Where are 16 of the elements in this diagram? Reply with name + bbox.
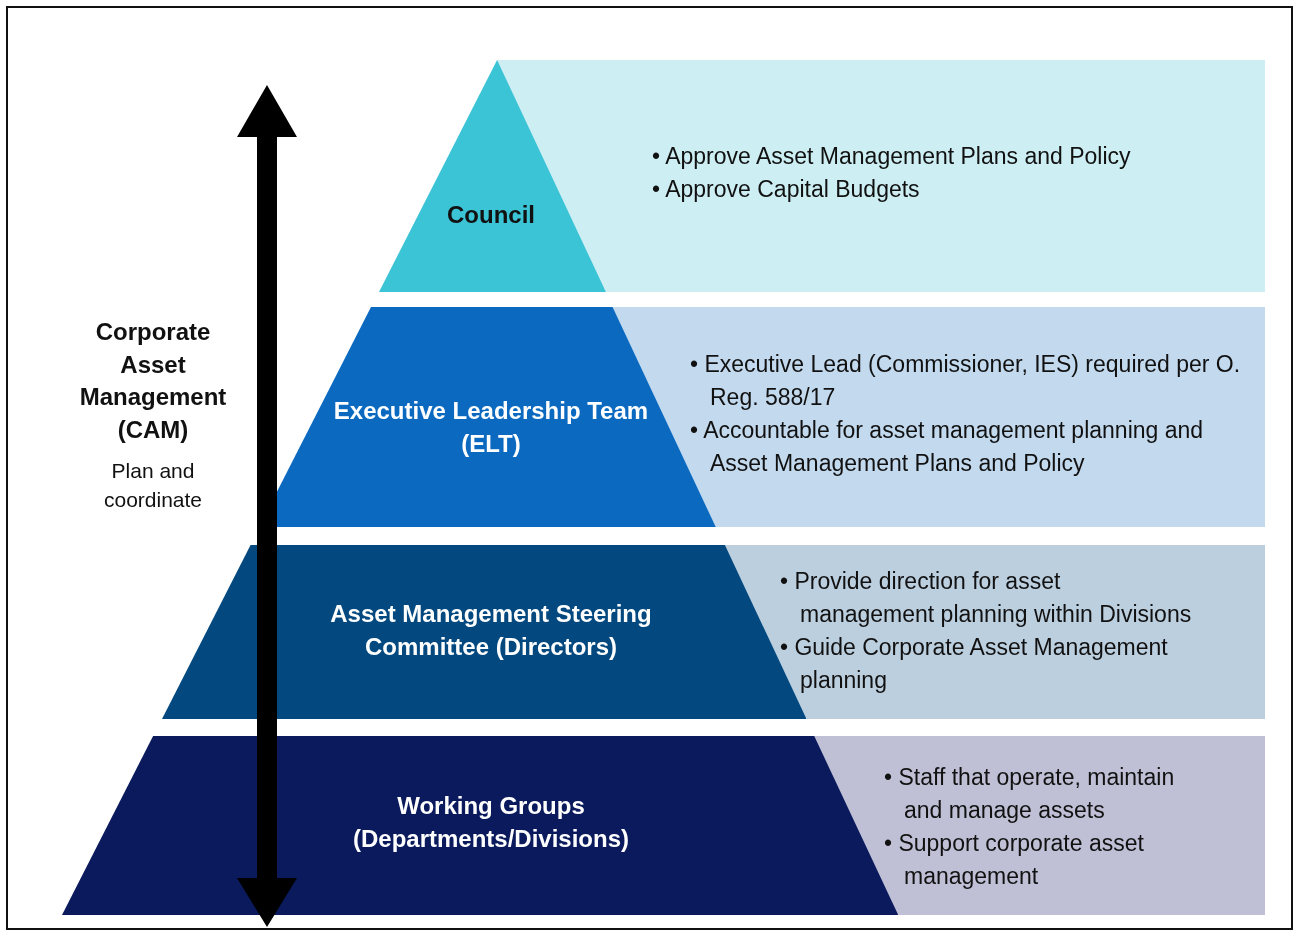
- bullet-text: • Guide Corporate Asset Management planning: [780, 633, 1169, 695]
- tier-title: Working Groups (Departments/Divisions): [351, 791, 630, 854]
- bullet-text: • Accountable for asset management planning and Asset Management Plans and Policy: [690, 416, 1205, 478]
- bullet-text: • Staff that operate, maintain and manage assets: [884, 763, 1176, 825]
- bullet-text: • Provide direction for asset management planning within Divisions: [780, 567, 1193, 629]
- bullet-text: • Support corporate asset management: [884, 829, 1145, 891]
- bullet-text: • Executive Lead (Commissioner, IES) required per O. Reg. 588/17: [690, 350, 1242, 412]
- tier-title: Council: [446, 199, 536, 230]
- tier-title: Executive Leadership Team (ELT): [332, 396, 650, 459]
- bullet-text: • Approve Asset Management Plans and Policy: [652, 142, 1132, 171]
- role-heading: Corporate Asset Management (CAM): [78, 317, 228, 445]
- role-description: Plan and coordinate: [102, 458, 204, 513]
- description-band: [814, 736, 1265, 915]
- tier-title: Asset Management Steering Committee (Directors): [329, 599, 653, 662]
- bullet-text: • Approve Capital Budgets: [652, 175, 921, 204]
- description-band: [724, 545, 1265, 719]
